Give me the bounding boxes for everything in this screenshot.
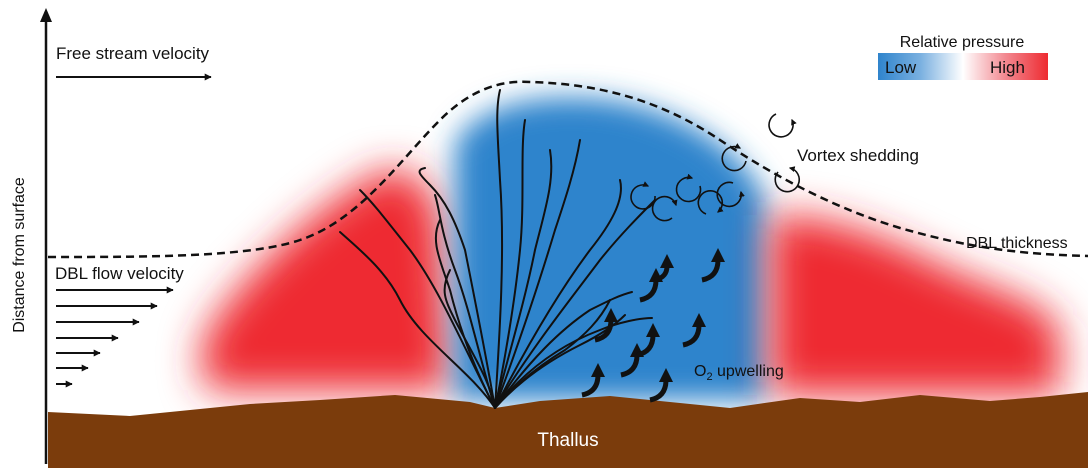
thallus-label: Thallus <box>537 430 598 451</box>
free-stream-label: Free stream velocity <box>56 44 210 63</box>
dbl-thickness-label: DBL thickness <box>966 235 1068 252</box>
legend-high-label: High <box>990 58 1025 77</box>
legend-low-label: Low <box>885 58 917 77</box>
pressure-field <box>201 97 1060 400</box>
dbl-flow-label: DBL flow velocity <box>55 264 184 283</box>
y-axis-label: Distance from surface <box>11 177 28 333</box>
pressure-legend: Relative pressure Low High <box>878 34 1048 80</box>
vortex-shedding-label: Vortex shedding <box>797 146 919 165</box>
high-pressure-left-region <box>201 170 450 390</box>
o2-label-rest: upwelling <box>713 363 784 380</box>
axes <box>40 8 52 464</box>
o2-label-o: O <box>694 363 706 380</box>
circular-arrow-icon <box>769 114 793 137</box>
dbl-flow-arrows <box>56 290 173 384</box>
legend-title: Relative pressure <box>900 34 1025 51</box>
y-axis-arrowhead <box>40 8 52 22</box>
